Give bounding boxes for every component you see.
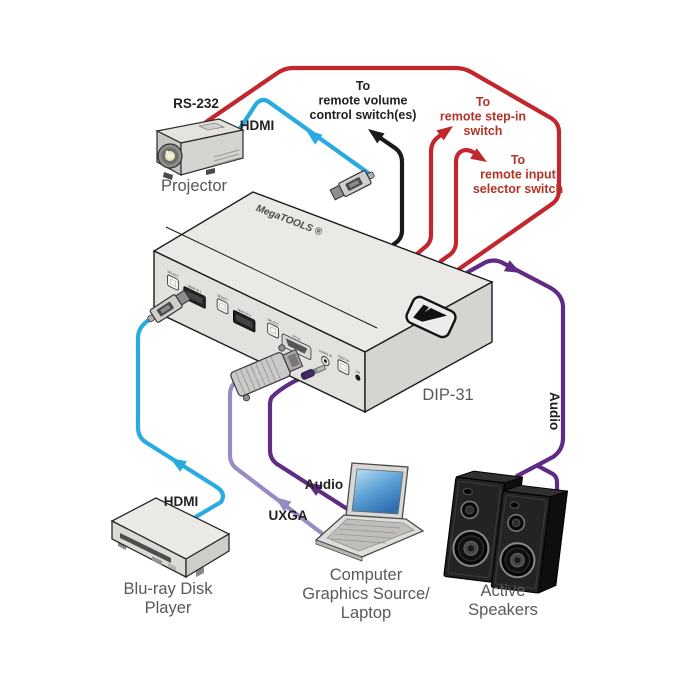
- audio-laptop-cable: [267, 375, 355, 515]
- audio-in-jack-hole: [323, 359, 327, 363]
- switcher-lid-seam: [165, 226, 378, 329]
- laptop-key-rows: [330, 523, 401, 544]
- switcher-front-panel: SELECT HDMI IN 1 SELECT HDMI IN 2 SELECT…: [167, 269, 361, 381]
- remote-step-in-line-3: switch: [464, 124, 503, 138]
- select-2-label: SELECT: [217, 293, 228, 302]
- hdmi-plug-top: [329, 170, 375, 201]
- remote-volume-line-3: control switch(es): [310, 108, 417, 122]
- computer-label-line-3: Laptop: [341, 604, 391, 622]
- kramer-logo-k-bar: [413, 304, 429, 321]
- speakers-label-line-1: Active: [481, 582, 526, 600]
- pc-in-port-dsub: [285, 338, 308, 354]
- audio-laptop-label: Audio: [305, 477, 343, 492]
- remote-volume-cable: [376, 134, 405, 247]
- pc-in-label: PC IN: [293, 334, 301, 342]
- kramer-logo: [405, 295, 457, 339]
- hdmi-in-2-label: HDMI IN 2: [237, 307, 251, 318]
- remote-input-selector-cable: [438, 147, 482, 264]
- speaker-right: [490, 482, 569, 597]
- hdmi-projector-label: HDMI: [240, 118, 275, 133]
- audio-speakers-cable: [465, 258, 566, 479]
- projector-vents: [213, 149, 240, 166]
- switcher-model-label: DIP-31: [422, 386, 473, 404]
- kramer-logo-k-swoosh: [415, 308, 448, 322]
- rs232-cable: [203, 65, 562, 272]
- remote-step-in-line-2: remote step-in: [440, 110, 526, 124]
- uxga-label: UXGA: [268, 508, 307, 523]
- bluray-disc-tray: [120, 533, 171, 563]
- bluray-illustration: [110, 497, 231, 579]
- audio-in-label: AUDIO IN: [319, 349, 332, 359]
- step-in-label: STEP-IN: [338, 354, 350, 364]
- audio-plug: [300, 364, 327, 380]
- hdmi-in-1-port-slot: [186, 290, 203, 305]
- select-3-label: SELECT: [267, 317, 278, 326]
- remote-step-in-note: To remote step-in switch: [440, 95, 526, 138]
- hdmi-projector-cable: [236, 97, 374, 178]
- hdmi-in-1-label: HDMI IN 1: [188, 284, 202, 295]
- on-label: ON: [356, 369, 361, 375]
- bluray-label-line-1: Blu-ray Disk: [124, 580, 214, 598]
- remote-volume-line-1: To: [356, 79, 371, 93]
- rs232-label: RS-232: [173, 96, 219, 111]
- remote-input-selector-line-2: remote input: [480, 168, 557, 182]
- on-led: [355, 374, 361, 381]
- remote-input-selector-note: To remote input selector switch: [473, 153, 563, 196]
- projector-illustration: [155, 118, 245, 180]
- computer-label-line-2: Graphics Source/: [302, 585, 430, 603]
- hdmi-bluray-label: HDMI: [164, 494, 199, 509]
- remote-input-selector-line-3: selector switch: [473, 182, 563, 196]
- select-1-label: SELECT: [167, 269, 178, 278]
- speakers-label-line-2: Speakers: [468, 601, 538, 619]
- remote-volume-note: To remote volume control switch(es): [310, 79, 417, 122]
- laptop-screen: [351, 468, 404, 515]
- laptop-illustration: [314, 462, 425, 562]
- hdmi-bluray-cable: [135, 317, 226, 521]
- select-1-button-cap: [169, 278, 176, 287]
- remote-input-selector-line-1: To: [511, 153, 526, 167]
- cables-layer: [135, 65, 566, 544]
- remote-step-in-line-1: To: [476, 95, 491, 109]
- hdmi-in-2-port-slot: [236, 314, 253, 329]
- bluray-label-line-2: Player: [145, 599, 192, 617]
- remote-step-in-cable: [415, 128, 449, 256]
- select-3-button-cap: [270, 326, 277, 335]
- laptop-keyboard: [326, 518, 415, 552]
- labels-layer: RS-232 HDMI HDMI UXGA Audio Audio To rem…: [124, 79, 564, 622]
- hdmi-plug-left: [147, 289, 191, 323]
- projector-label: Projector: [161, 177, 228, 195]
- computer-label-line-1: Computer: [330, 566, 403, 584]
- step-in-button-cap: [340, 362, 347, 372]
- vga-connector: [230, 344, 304, 402]
- select-2-button-cap: [219, 302, 226, 311]
- audio-speakers-label: Audio: [547, 392, 562, 430]
- audio-speakers-cable-branch: [535, 463, 560, 496]
- switcher-right-face: [364, 280, 493, 414]
- remote-volume-line-2: remote volume: [319, 94, 408, 108]
